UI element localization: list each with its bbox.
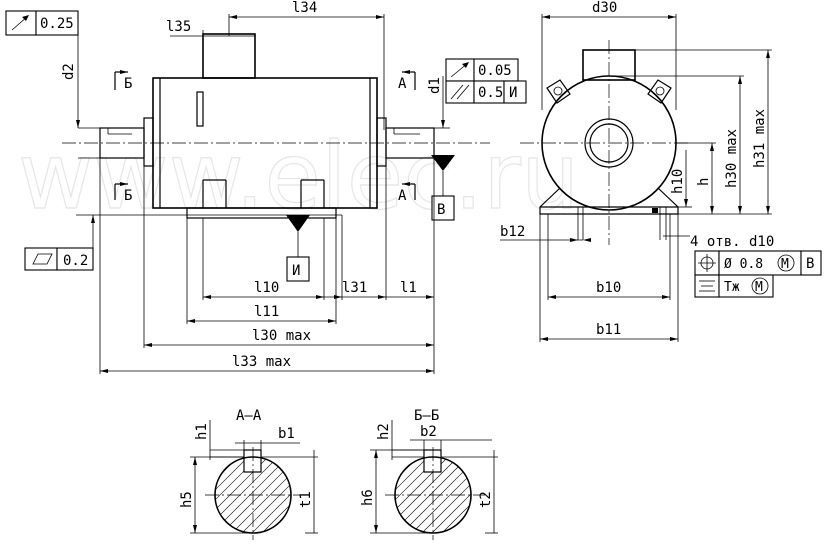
- datum-v: В: [431, 155, 455, 221]
- dim-h30max: h30 max: [609, 75, 744, 214]
- svg-text:h31 max: h31 max: [752, 109, 768, 168]
- svg-text:Б: Б: [124, 188, 132, 204]
- svg-text:4 отв. d10: 4 отв. d10: [690, 234, 774, 250]
- svg-text:0.05: 0.05: [478, 63, 512, 79]
- svg-text:b10: b10: [596, 280, 621, 296]
- svg-text:Tж: Tж: [724, 280, 740, 295]
- dim-l11: l11: [186, 218, 337, 324]
- svg-text:t2: t2: [478, 491, 494, 508]
- svg-text:0.25: 0.25: [40, 16, 74, 32]
- svg-text:b12: b12: [500, 224, 525, 240]
- svg-text:b11: b11: [596, 322, 621, 338]
- svg-text:И: И: [509, 85, 517, 101]
- svg-text:M: M: [755, 280, 763, 295]
- svg-text:h6: h6: [360, 489, 376, 506]
- section-aa: A–A h1 b1 h5 t1: [179, 408, 318, 540]
- svg-text:Ø 0.8: Ø 0.8: [724, 257, 763, 272]
- dim-l33max: l33 max: [99, 158, 435, 374]
- svg-text:A: A: [398, 76, 407, 92]
- dim-d30: d30: [541, 0, 677, 110]
- svg-text:В: В: [437, 202, 445, 218]
- svg-text:d2: d2: [61, 63, 77, 80]
- holes-callout: 4 отв. d10 Ø 0.8 M В Tж M: [663, 234, 822, 298]
- section-marks: Б Б A A: [114, 70, 416, 204]
- svg-text:h: h: [696, 178, 712, 186]
- svg-text:h10: h10: [670, 169, 686, 194]
- svg-text:l35: l35: [166, 19, 191, 35]
- svg-text:d30: d30: [592, 0, 617, 16]
- front-view: [62, 33, 490, 219]
- svg-text:A: A: [398, 188, 407, 204]
- svg-text:И: И: [292, 263, 300, 279]
- svg-text:h1: h1: [194, 423, 210, 440]
- svg-text:0.5: 0.5: [478, 85, 503, 101]
- left-shaft: [99, 127, 145, 159]
- tolerance-flat: 0.2: [24, 215, 95, 271]
- terminal-box-side: [582, 49, 636, 81]
- watermark: www.elec.ru: [18, 123, 579, 230]
- svg-text:h30 max: h30 max: [724, 129, 740, 188]
- svg-text:b1: b1: [278, 426, 295, 442]
- svg-text:l11: l11: [254, 304, 279, 320]
- svg-text:M: M: [781, 257, 789, 272]
- svg-text:h2: h2: [376, 423, 392, 440]
- svg-text:b2: b2: [420, 424, 437, 440]
- dim-b10: b10: [547, 214, 671, 300]
- motor-feet: [186, 207, 337, 219]
- dim-h10: h10: [670, 150, 692, 208]
- dim-l34: l34: [228, 0, 385, 130]
- svg-text:d1: d1: [427, 77, 443, 94]
- svg-text:A–A: A–A: [236, 408, 262, 424]
- svg-text:Б–Б: Б–Б: [414, 408, 439, 424]
- svg-text:t1: t1: [298, 491, 314, 508]
- dim-l30max: l30 max: [143, 166, 434, 348]
- dim-h: h: [676, 142, 716, 214]
- svg-text:l10: l10: [254, 280, 279, 296]
- svg-text:l33 max: l33 max: [232, 354, 291, 370]
- svg-text:Б: Б: [124, 76, 132, 92]
- dim-d2: d2: [61, 60, 100, 159]
- section-bb: Б–Б h2 b2 h6 t2: [360, 408, 498, 540]
- dim-h31max: h31 max: [635, 49, 772, 215]
- svg-text:l30 max: l30 max: [252, 328, 311, 344]
- dim-l35: l35: [166, 19, 255, 37]
- svg-text:l34: l34: [292, 0, 317, 16]
- svg-text:l1: l1: [400, 280, 417, 296]
- datum-i: И: [286, 215, 310, 282]
- dim-b12: b12: [500, 224, 591, 242]
- dim-b11: b11: [539, 214, 679, 342]
- dim-d1: d1: [427, 76, 450, 129]
- tolerance-runout-left: 0.25: [5, 10, 79, 60]
- svg-text:0.2: 0.2: [63, 253, 88, 269]
- dim-l10-l31-l1: l10 l31 l1: [202, 158, 435, 348]
- terminal-box: [202, 33, 256, 79]
- tolerance-shaft: 0.05 0.5 И: [445, 58, 527, 104]
- svg-text:l31: l31: [342, 280, 367, 296]
- right-shaft: [385, 127, 435, 159]
- svg-text:h5: h5: [179, 491, 195, 508]
- svg-text:В: В: [806, 256, 814, 272]
